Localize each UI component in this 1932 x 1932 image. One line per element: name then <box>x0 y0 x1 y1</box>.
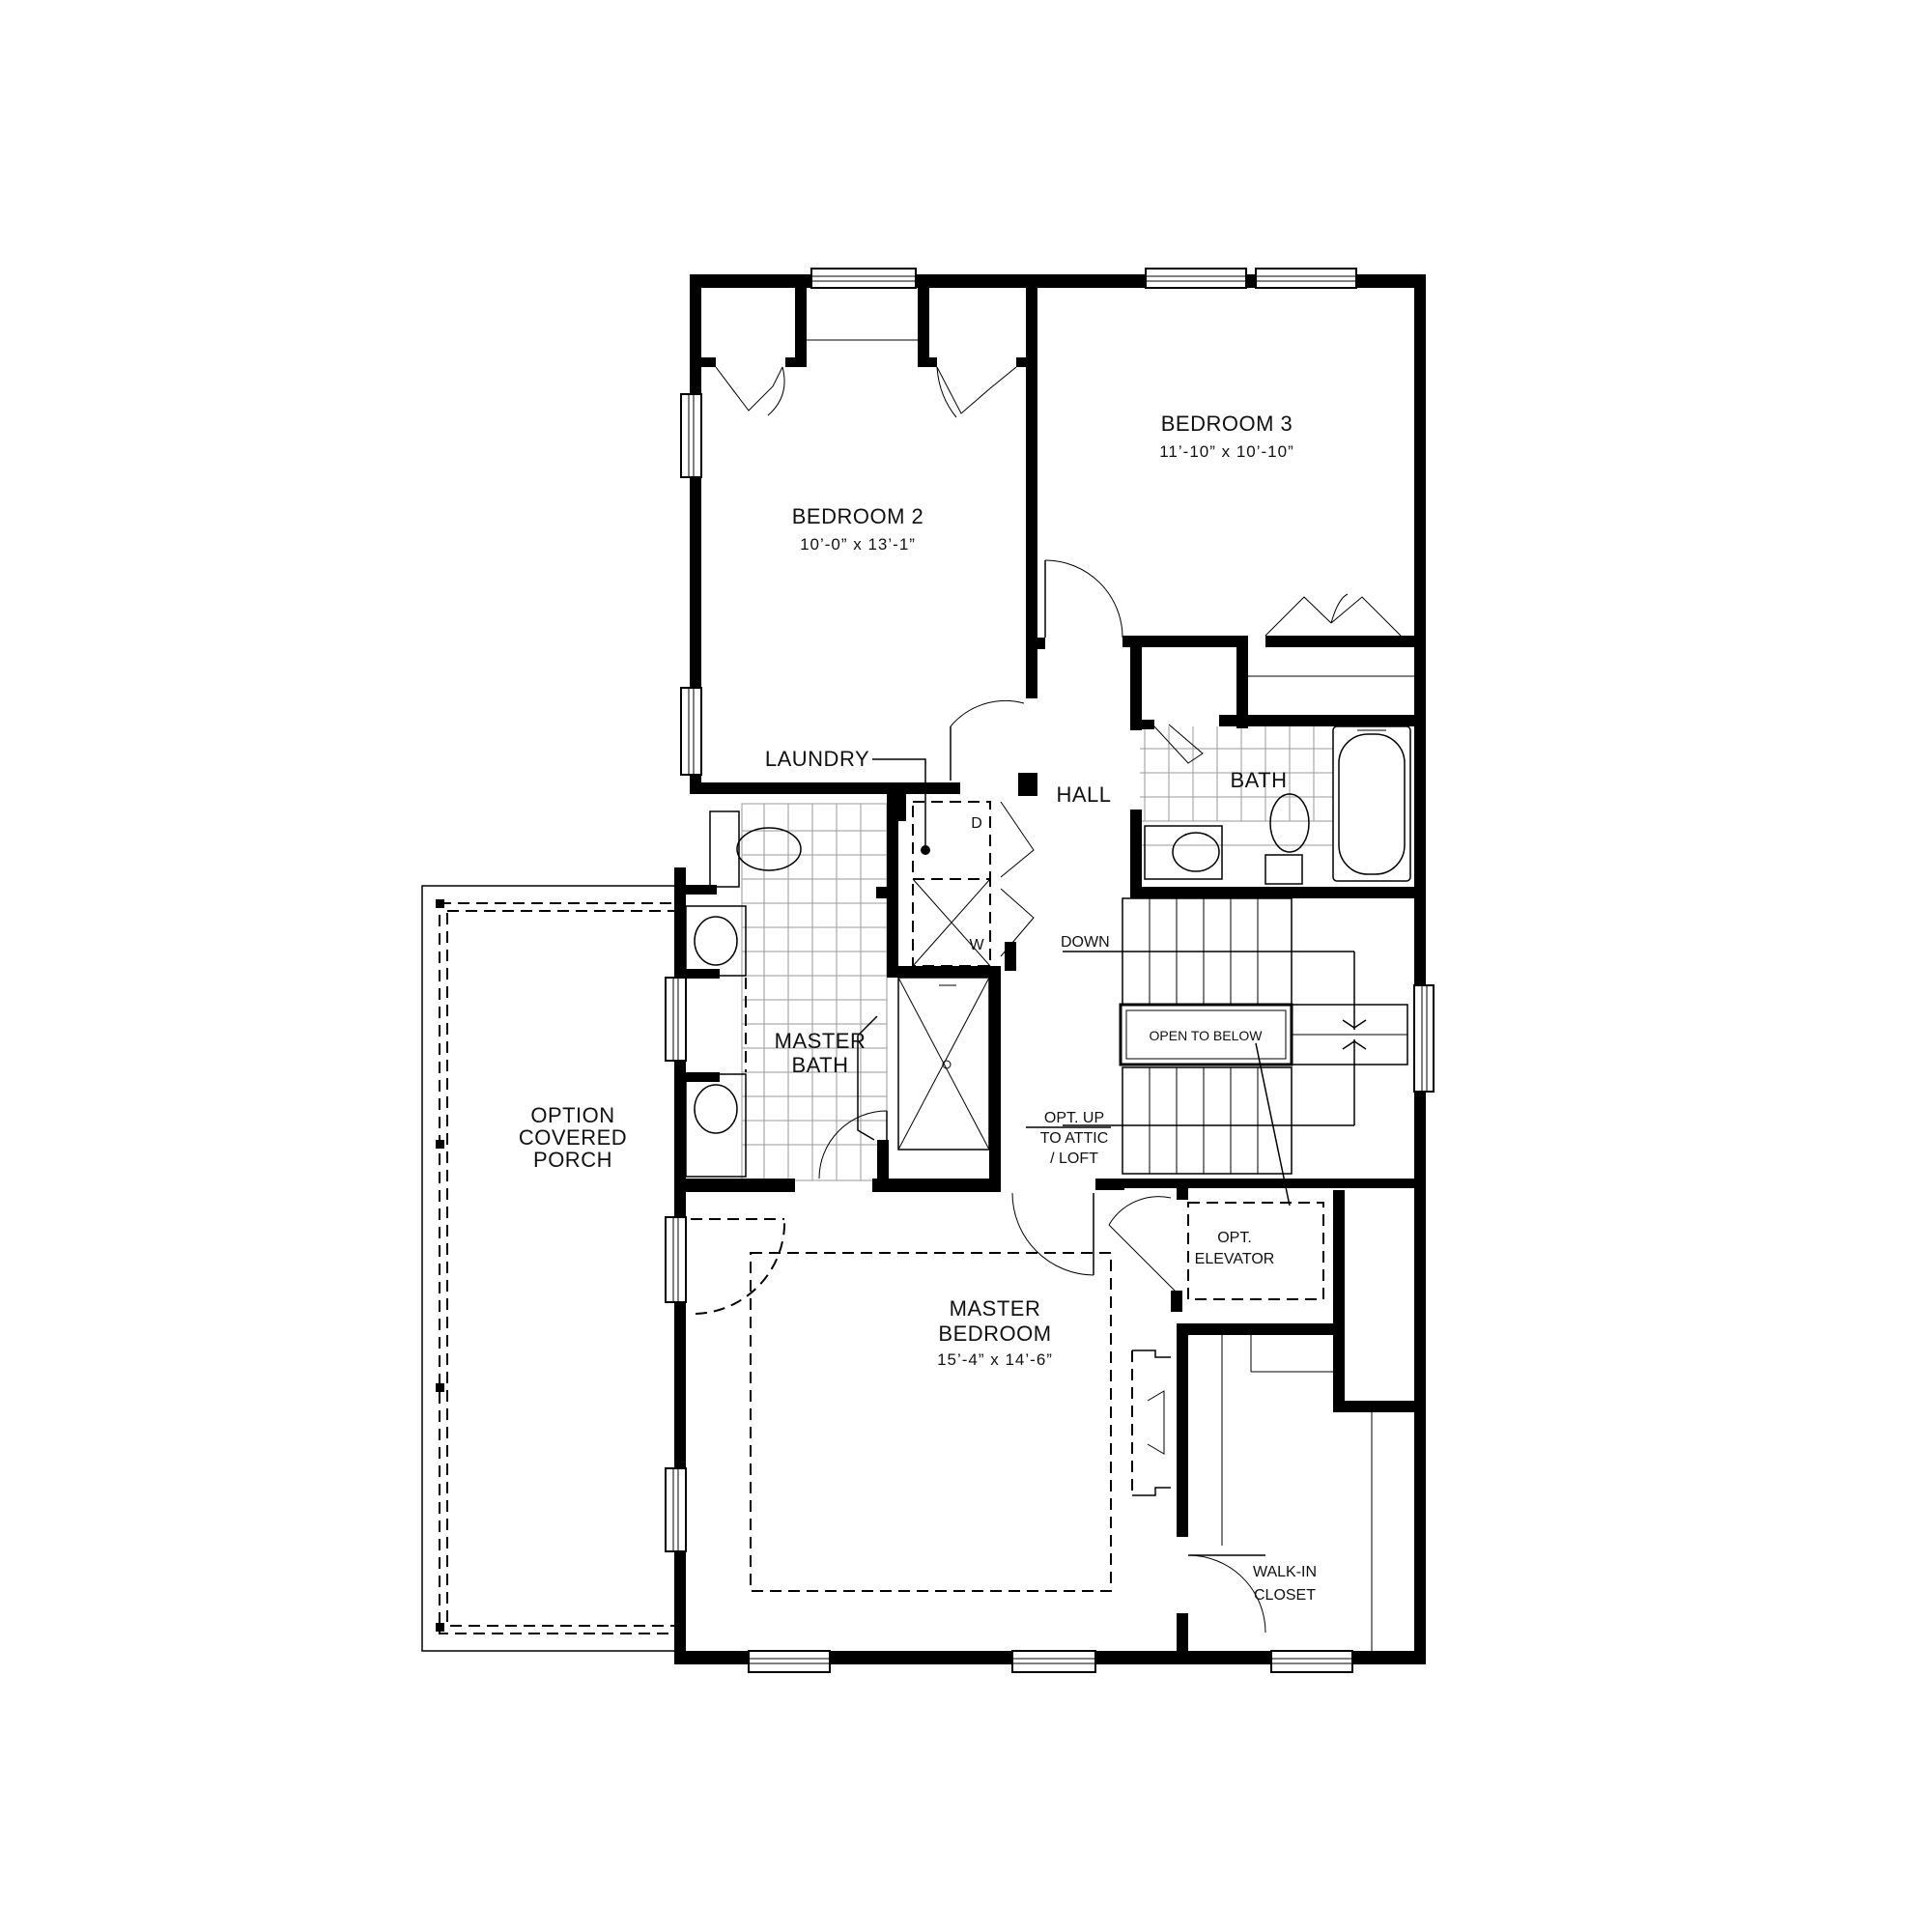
laundry-leader <box>872 758 930 855</box>
elevator-line-2: ELEVATOR <box>1195 1251 1275 1267</box>
closet-line-1: WALK-IN <box>1253 1564 1317 1580</box>
tile-master-bath <box>741 803 888 1181</box>
hall-name: HALL <box>1056 782 1111 807</box>
fixtures <box>685 725 1411 1651</box>
doors <box>691 339 1414 1634</box>
master-bath-name-1: MASTER <box>775 1029 867 1053</box>
master-bedroom-dims: 15’-4” x 14’-6” <box>937 1350 1053 1369</box>
walls <box>674 274 1426 1664</box>
porch-line-3: PORCH <box>533 1148 612 1172</box>
bedroom2-name: BEDROOM 2 <box>792 504 924 528</box>
attic-line-1: OPT. UP <box>1044 1110 1104 1126</box>
bedroom3-dims: 11’-10” x 10’-10” <box>1159 442 1294 461</box>
master-bath-name-2: BATH <box>791 1053 848 1077</box>
bath-name: BATH <box>1230 768 1287 792</box>
down-label: DOWN <box>1061 934 1110 951</box>
attic-line-2: TO ATTIC <box>1040 1130 1109 1147</box>
bedroom3-name: BEDROOM 3 <box>1161 412 1293 436</box>
elevator-line-1: OPT. <box>1217 1230 1252 1246</box>
porch-line-1: OPTION <box>530 1103 614 1127</box>
closet-line-2: CLOSET <box>1254 1587 1316 1604</box>
master-bedroom-name-1: MASTER <box>950 1296 1041 1321</box>
porch-line-2: COVERED <box>519 1125 627 1150</box>
master-bedroom-name-2: BEDROOM <box>938 1321 1051 1346</box>
laundry-name: LAUNDRY <box>765 747 869 771</box>
open-to-below-label: OPEN TO BELOW <box>1150 1028 1264 1043</box>
room-labels: BEDROOM 2 10’-0” x 13’-1” BEDROOM 3 11’-… <box>519 412 1317 1604</box>
windows <box>665 268 1435 1673</box>
washer-label: W <box>969 937 984 953</box>
tile-bath <box>1140 726 1333 846</box>
stairs <box>1063 897 1408 1207</box>
bedroom2-dims: 10’-0” x 13’-1” <box>800 535 916 554</box>
dryer-label: D <box>971 815 982 832</box>
covered-porch <box>421 885 676 1652</box>
attic-line-3: / LOFT <box>1050 1151 1098 1167</box>
